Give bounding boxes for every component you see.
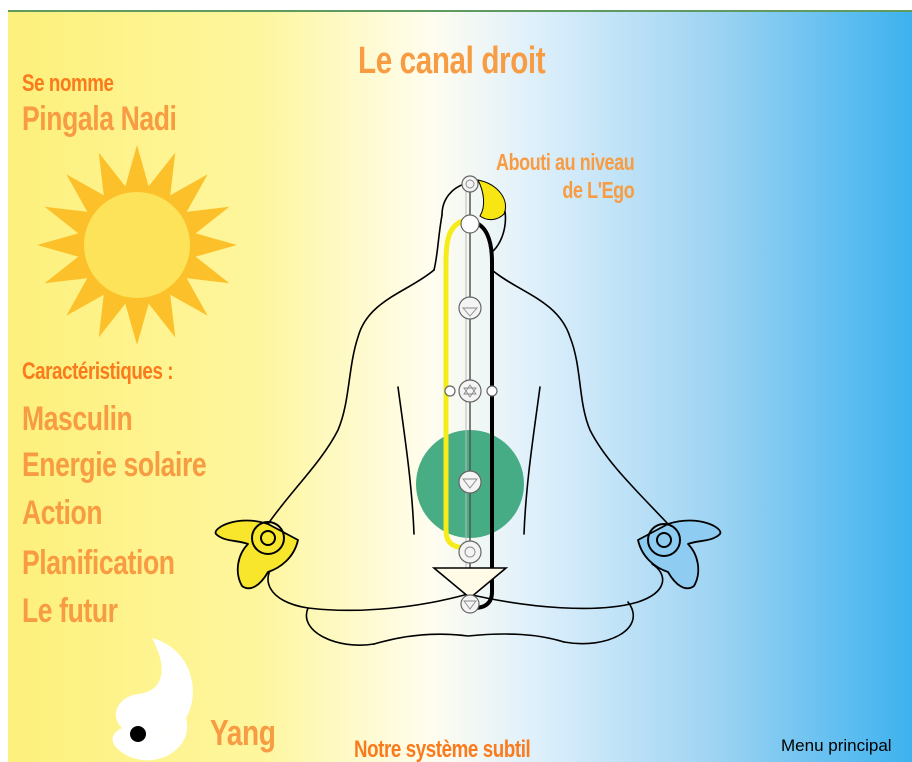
- sacrum-triangle: [434, 568, 506, 598]
- chakra-icon: [461, 595, 479, 613]
- trait-energie-solaire: Energie solaire: [22, 446, 206, 485]
- chakra-icon: [459, 471, 481, 493]
- yin-yang-icon: [98, 638, 208, 762]
- characteristics-title: Caractéristiques :: [22, 358, 173, 386]
- chakra-icon: [487, 386, 497, 396]
- chakra-icon: [461, 215, 479, 233]
- left-hand-outline: [216, 521, 298, 589]
- chakra-icon: [459, 541, 481, 563]
- chakra-icon: [445, 386, 455, 396]
- trait-masculin: Masculin: [22, 400, 132, 439]
- page-title: Le canal droit: [358, 40, 545, 83]
- trait-action: Action: [22, 494, 102, 533]
- meditating-figure: [198, 162, 738, 667]
- trait-planification: Planification: [22, 544, 175, 583]
- yin-yang-dot: [130, 726, 146, 742]
- ego-crescent: [478, 180, 506, 220]
- yang-label: Yang: [210, 712, 276, 754]
- sun-ray: [37, 232, 83, 258]
- sun-ray: [124, 145, 150, 191]
- sun-ray: [124, 299, 150, 345]
- chakra-icon: [459, 380, 481, 402]
- trait-le-futur: Le futur: [22, 592, 118, 631]
- page-canvas: Le canal droit Se nomme Pingala Nadi Abo…: [8, 10, 912, 762]
- left-arm-outline: [268, 270, 434, 524]
- chakra-icon: [462, 176, 478, 192]
- channel-name: Pingala Nadi: [22, 100, 176, 139]
- name-label: Se nomme: [22, 70, 114, 98]
- subtle-system-link[interactable]: Notre système subtil: [354, 736, 530, 762]
- main-menu-link[interactable]: Menu principal: [781, 736, 892, 756]
